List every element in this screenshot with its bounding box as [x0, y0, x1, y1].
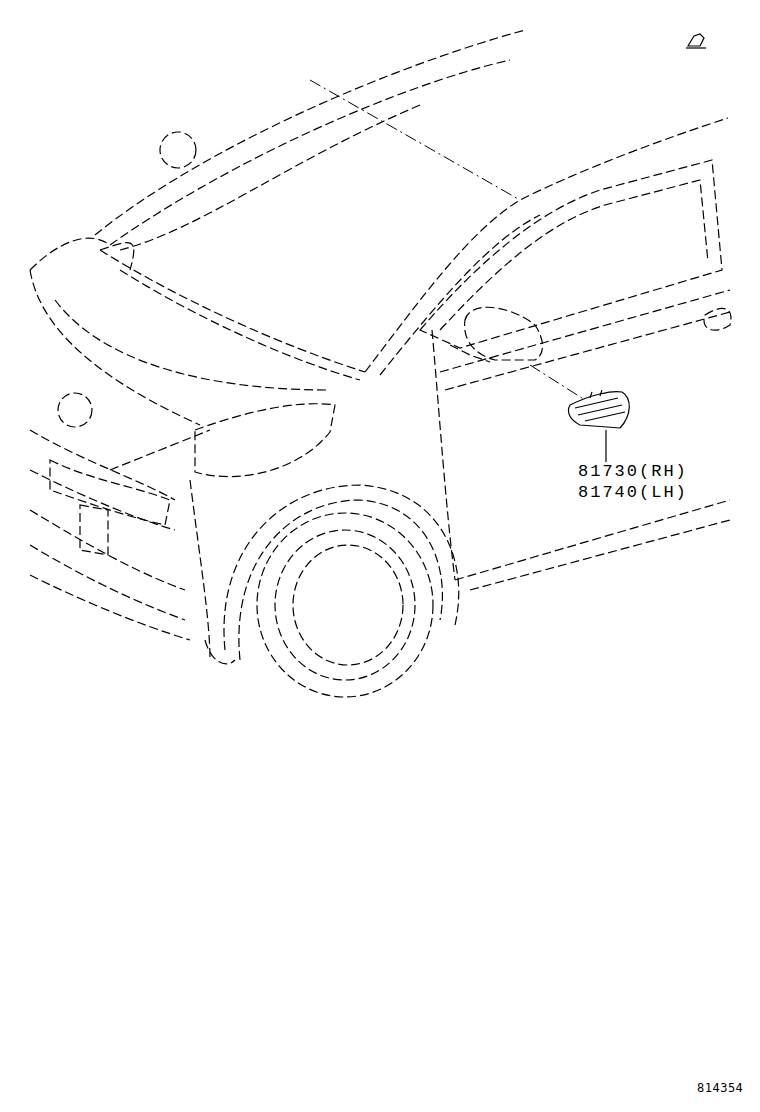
diagram-id: 814354 [697, 1082, 743, 1094]
part-number: 81740(LH) [578, 484, 688, 501]
part-number: 81730(RH) [578, 463, 688, 480]
